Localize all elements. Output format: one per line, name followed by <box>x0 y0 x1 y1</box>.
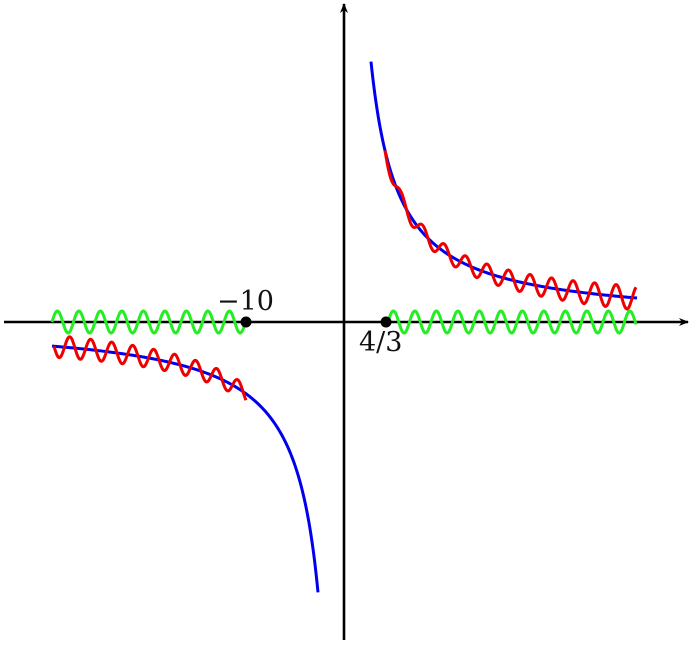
label-left-point: −10 <box>217 286 274 317</box>
point-right <box>380 316 392 328</box>
label-right-point: 4/3 <box>359 327 402 358</box>
oscillating-curve-right <box>383 150 638 311</box>
curve-branch-right <box>369 61 638 300</box>
point-left <box>240 316 252 328</box>
curve-branch-left <box>51 344 320 593</box>
axis-wave-left <box>50 309 248 335</box>
axis-wave-right <box>386 309 638 335</box>
oscillating-curve-left <box>52 335 248 401</box>
